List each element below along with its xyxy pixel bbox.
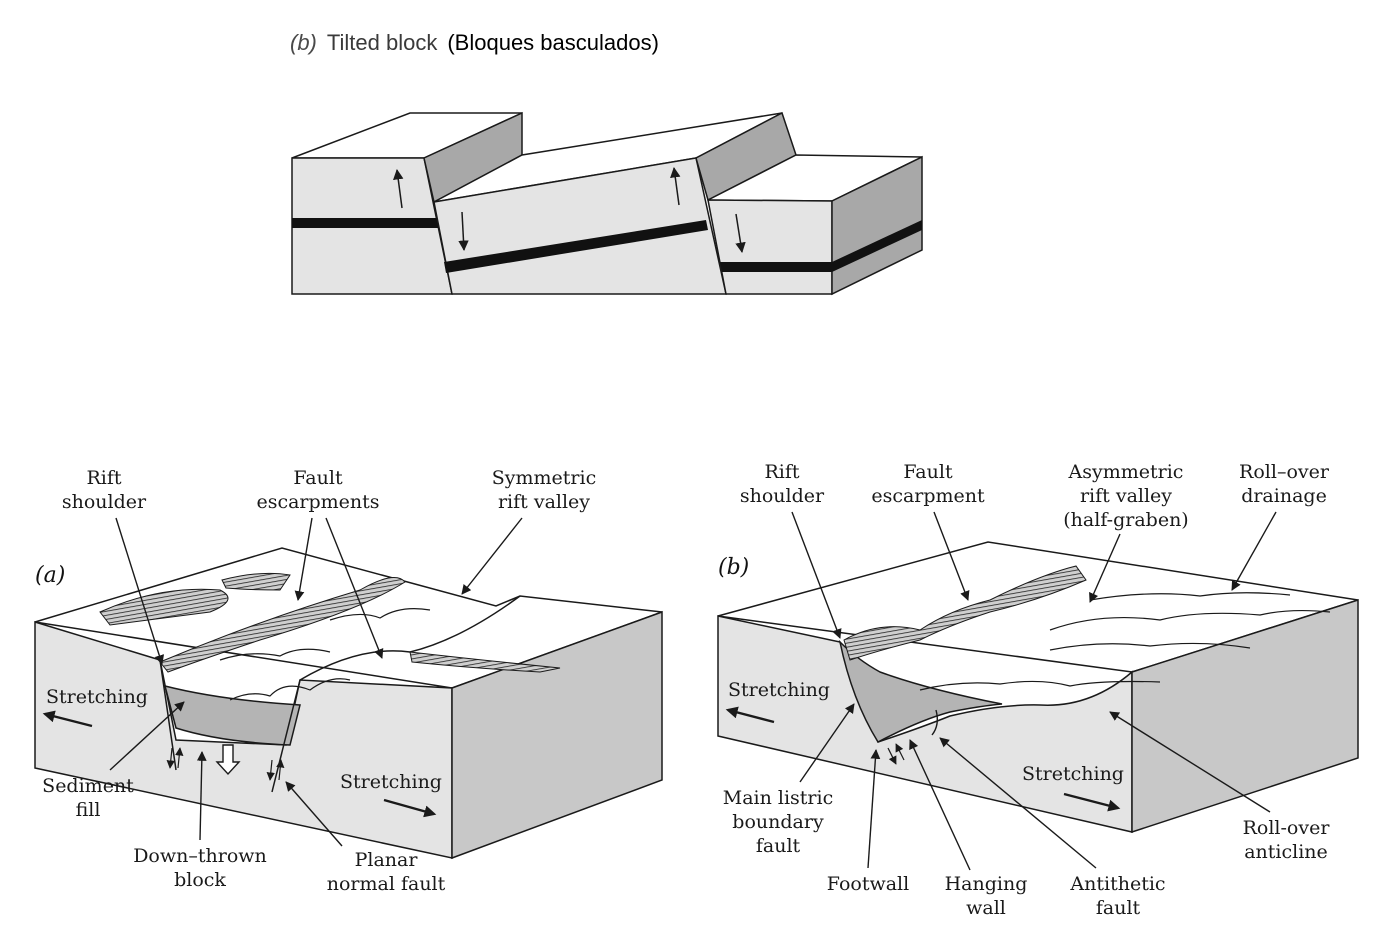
a-fault-escarpments-line2: escarpments — [256, 491, 379, 513]
a-sediment-line1: Sediment — [42, 775, 134, 797]
b-rollover-drainage-line1: Roll–over — [1239, 461, 1330, 483]
b-rollover-drainage-line2: drainage — [1241, 485, 1327, 507]
a-symmetric-line2: rift valley — [498, 491, 590, 513]
b-main-listric-line2: boundary — [732, 811, 824, 833]
b-fault-escarpment-line2: escarpment — [871, 485, 985, 507]
a-rift-shoulder-line1: Rift — [86, 467, 121, 489]
figure-a-panel-label: (a) — [35, 563, 65, 588]
b-main-listric-line1: Main listric — [723, 787, 833, 809]
top-title-panel: (b) — [290, 30, 317, 55]
a-downthrown-line1: Down–thrown — [133, 845, 267, 867]
a-fault-escarpments-line1: Fault — [293, 467, 343, 489]
asymmetric-rift-figure: (b) Rift shoulder Fault escarpment Asymm… — [717, 461, 1359, 919]
b-hanging-line1: Hanging — [945, 873, 1028, 895]
a-symmetric-line1: Symmetric — [492, 467, 596, 489]
tilted-block-figure: (b) Tilted block (Bloques basculados) — [290, 30, 923, 296]
b-rollover-anticline-line2: anticline — [1244, 841, 1328, 863]
top-title: (b) Tilted block (Bloques basculados) — [290, 30, 659, 55]
top-title-main: Tilted block — [327, 30, 438, 55]
middle-block — [433, 111, 797, 295]
b-main-listric-line3: fault — [756, 835, 801, 857]
a-sediment-line2: fill — [76, 799, 101, 821]
a-downthrown-line2: block — [174, 869, 226, 891]
b-asym-line1: Asymmetric — [1068, 461, 1184, 483]
b-rift-shoulder-line1: Rift — [764, 461, 799, 483]
b-antithetic-line2: fault — [1096, 897, 1141, 919]
a-rift-shoulder-line2: shoulder — [62, 491, 147, 513]
top-title-translation: (Bloques basculados) — [447, 30, 659, 55]
symmetric-rift-figure: (a) Rift shoulder Fault escarpments Symm… — [34, 467, 663, 895]
figure-b-panel-label: (b) — [718, 555, 749, 580]
b-hanging-line2: wall — [966, 897, 1006, 919]
left-block — [291, 111, 523, 295]
a-stretching-right: Stretching — [340, 771, 442, 793]
a-planar-line1: Planar — [355, 849, 419, 871]
b-stretching-left: Stretching — [728, 679, 830, 701]
b-fault-escarpment-line1: Fault — [903, 461, 953, 483]
a-stretching-left: Stretching — [46, 686, 148, 708]
b-antithetic-line1: Antithetic — [1069, 873, 1165, 895]
b-rollover-anticline-line1: Roll-over — [1243, 817, 1331, 839]
b-stretching-right: Stretching — [1022, 763, 1124, 785]
b-rift-shoulder-line2: shoulder — [740, 485, 825, 507]
right-block — [707, 154, 923, 296]
a-planar-line2: normal fault — [327, 873, 446, 895]
b-asym-line2: rift valley — [1080, 485, 1172, 507]
b-footwall: Footwall — [827, 873, 909, 895]
b-asym-line3: (half-graben) — [1063, 509, 1188, 531]
